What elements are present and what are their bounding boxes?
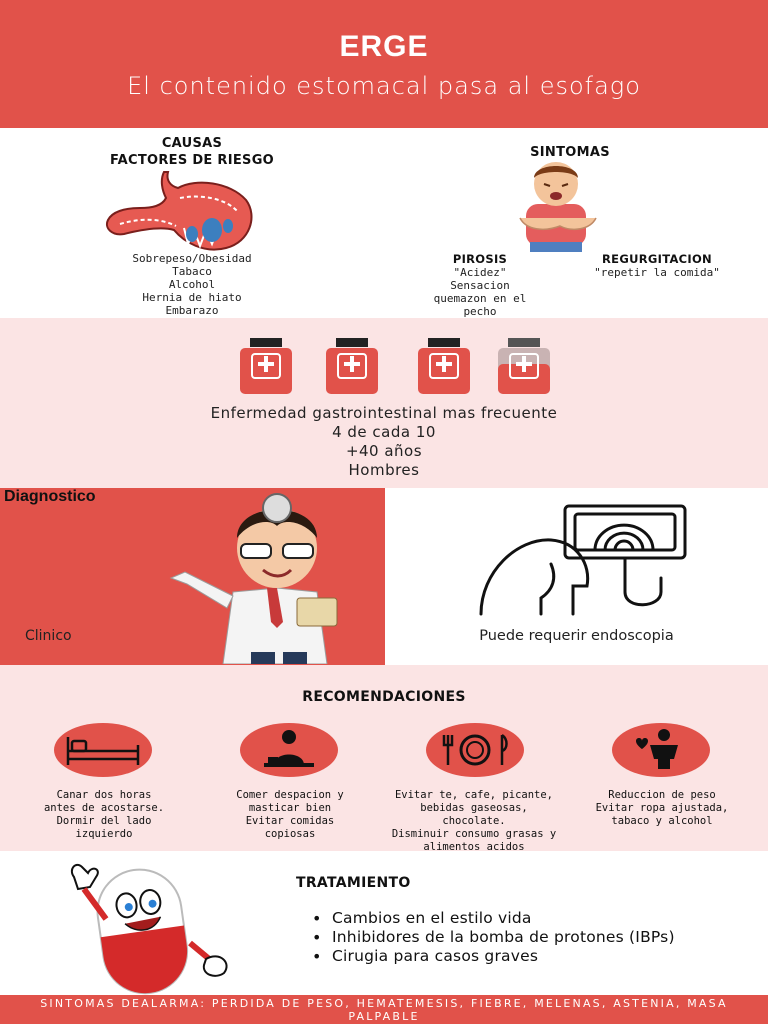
eating-person-icon [264,730,314,767]
endoscopy-icon [479,504,687,616]
list-item: Sobrepeso/Obesidad [132,252,252,265]
list-item: Hernia de hiato [142,291,242,304]
regurgitation-description: "repetir la comida" [594,266,720,279]
medicine-bottle-icon [418,338,470,394]
risk-factor-list: Sobrepeso/Obesidad Tabaco Alcohol Hernia… [72,252,312,317]
list-item: Cirugia para casos graves [310,947,730,966]
treatment-heading: TRATAMIENTO [296,875,411,891]
diagnostic-endoscopy-panel: Puede requerir endoscopia [385,488,768,665]
symptoms-heading: SINTOMAS [530,145,610,160]
stomach-icon [106,171,253,251]
statistics-section: Enfermedad gastrointestinal mas frecuent… [0,318,768,488]
stat-line: +40 años [345,442,423,460]
recommendation-text: Comer despacion y masticar bien Evitar c… [236,789,344,840]
recommendation-text: Canar dos horas antes de acostarse. Dorm… [43,789,165,840]
list-item: Cambios en el estilo vida [310,909,730,928]
recommendations-section: RECOMENDACIONES Ca [0,665,768,853]
doctor-icon [169,493,338,664]
endoscopy-label: Puede requerir endoscopia [479,628,674,644]
recommendation-icon-bg [240,723,338,777]
header-banner: ERGE El contenido estomacal pasa al esof… [0,0,768,128]
page-subtitle: El contenido estomacal pasa al esofago [127,72,641,100]
causes-heading: CAUSAS [161,136,223,151]
stat-line: Hombres [348,461,420,479]
treatment-list: Cambios en el estilo vida Inhibidores de… [310,909,730,966]
plate-cutlery-icon [442,733,508,766]
medicine-bottle-partial-icon [498,338,550,394]
risk-factors-heading: FACTORES DE RIESGO [109,153,275,168]
diagnostic-title: Diagnostico [4,488,96,505]
list-item: Tabaco [172,265,212,278]
footer-text: SINTOMAS DEALARMA: PERDIDA DE PESO, HEMA… [40,997,728,1023]
recommendation-icon-bg [612,723,710,777]
causes-symptoms-section: CAUSAS FACTORES DE RIESGO Sobrepeso/Obes… [0,128,768,318]
person-heart-icon [636,729,678,769]
list-item: Alcohol [168,278,216,291]
diagnostic-clinical-panel: Diagnostico Clinico [0,488,385,665]
regurgitation-title: REGURGITACION [602,252,712,266]
clinical-label: Clinico [25,628,72,644]
sick-boy-icon [519,162,597,252]
treatment-section: TRATAMIENTO Cambios en el estilo vida In… [0,851,768,995]
recommendation-text: Reduccion de peso Evitar ropa ajustada, … [595,789,729,827]
medicine-bottle-icon [240,338,292,394]
bottle-icon-row [236,338,556,398]
stat-line: 4 de cada 10 [332,423,436,441]
recommendation-icon-bg [426,723,524,777]
bed-icon [66,737,140,765]
list-item: Embarazo [165,304,219,317]
pirosis-title: PIROSIS [452,252,508,266]
page-title: ERGE [339,30,429,63]
list-item: Inhibidores de la bomba de protones (IBP… [310,928,730,947]
stat-line: Enfermedad gastrointestinal mas frecuent… [210,404,558,422]
pirosis-description: "Acidez" Sensacion quemazon en el pecho [433,266,527,318]
pill-character-icon [70,863,228,995]
medicine-bottle-icon [326,338,378,394]
recommendations-heading: RECOMENDACIONES [302,689,466,705]
alarm-symptoms-footer: SINTOMAS DEALARMA: PERDIDA DE PESO, HEMA… [0,995,768,1024]
recommendation-icon-bg [54,723,152,777]
statistics-text: Enfermedad gastrointestinal mas frecuent… [0,404,768,480]
recommendation-text: Evitar te, cafe, picante, bebidas gaseos… [391,789,557,853]
